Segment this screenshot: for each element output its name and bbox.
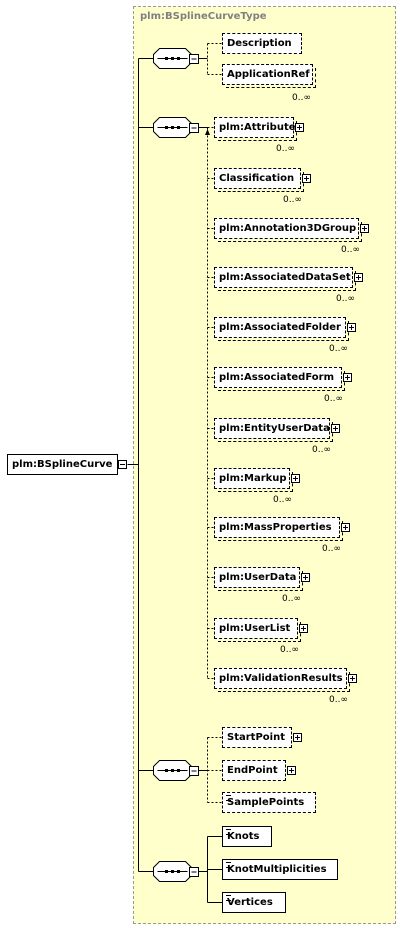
expand-icon[interactable] — [348, 674, 357, 683]
element-knotmultiplicities[interactable]: KnotMultiplicities — [222, 859, 338, 880]
element-associatedform[interactable]: plm:AssociatedForm — [214, 367, 345, 391]
arrow-head — [205, 129, 210, 135]
element-knots[interactable]: Knots — [222, 826, 272, 847]
element-vertices[interactable]: Vertices — [222, 892, 286, 913]
element-annotation3dgroup[interactable]: plm:Annotation3DGroup — [214, 218, 362, 242]
doc-icon — [226, 795, 231, 801]
expand-icon[interactable] — [331, 424, 340, 433]
expand-icon[interactable] — [302, 174, 311, 183]
element-applicationref[interactable]: ApplicationRef — [222, 64, 316, 88]
cardinality: 0..∞ — [329, 344, 348, 354]
cardinality: 0..∞ — [322, 544, 341, 554]
cardinality: 0..∞ — [329, 695, 348, 705]
cardinality: 0..∞ — [276, 144, 295, 154]
cardinality: 0..∞ — [282, 594, 301, 604]
complex-type-label: plm:BSplineCurveType — [140, 11, 267, 22]
element-associatedfolder[interactable]: plm:AssociatedFolder — [214, 317, 349, 341]
expand-icon[interactable] — [354, 273, 363, 282]
cardinality: 0..∞ — [324, 394, 343, 404]
compositors — [153, 48, 199, 882]
sequence-compositor-2[interactable] — [153, 117, 199, 138]
sequence-compositor-4[interactable] — [153, 861, 199, 882]
cardinality: 0..∞ — [341, 245, 360, 255]
collapse-icon[interactable] — [118, 460, 127, 469]
cardinality: 0..∞ — [312, 445, 331, 455]
element-associateddataset[interactable]: plm:AssociatedDataSet — [214, 267, 356, 291]
element-description[interactable]: Description — [222, 33, 302, 54]
expand-icon[interactable] — [299, 624, 308, 633]
element-validationresults[interactable]: plm:ValidationResults — [214, 668, 350, 692]
expand-icon[interactable] — [301, 573, 310, 582]
expand-icon[interactable] — [287, 766, 296, 775]
element-samplepoints[interactable]: SamplePoints — [222, 792, 316, 813]
cardinality: 0..∞ — [280, 645, 299, 655]
element-massproperties[interactable]: plm:MassProperties — [214, 517, 343, 541]
sequence-compositor-1[interactable] — [153, 48, 199, 69]
element-markup[interactable]: plm:Markup — [214, 468, 293, 492]
doc-icon — [226, 895, 231, 901]
expand-icon[interactable] — [360, 224, 369, 233]
root-element-label: plm:BSplineCurve — [12, 459, 113, 470]
cardinality: 0..∞ — [273, 495, 292, 505]
root-element[interactable]: plm:BSplineCurve — [7, 454, 118, 475]
element-entityuserdata[interactable]: plm:EntityUserData — [214, 418, 333, 442]
element-userlist[interactable]: plm:UserList — [214, 618, 301, 642]
doc-icon — [226, 862, 231, 868]
element-endpoint[interactable]: EndPoint — [222, 760, 286, 781]
element-classification[interactable]: Classification — [214, 168, 304, 192]
sequence-compositor-3[interactable] — [153, 760, 199, 781]
element-attribute[interactable]: plm:Attribute — [214, 117, 297, 141]
doc-icon — [226, 829, 231, 835]
expand-icon[interactable] — [293, 733, 302, 742]
expand-icon[interactable] — [343, 373, 352, 382]
expand-icon[interactable] — [295, 123, 304, 132]
element-startpoint[interactable]: StartPoint — [222, 727, 292, 748]
cardinality: 0..∞ — [292, 93, 311, 103]
expand-icon[interactable] — [291, 474, 300, 483]
expand-icon[interactable] — [341, 523, 350, 532]
cardinality: 0..∞ — [283, 195, 302, 205]
expand-icon[interactable] — [347, 323, 356, 332]
cardinality: 0..∞ — [336, 294, 355, 304]
element-userdata[interactable]: plm:UserData — [214, 567, 303, 591]
